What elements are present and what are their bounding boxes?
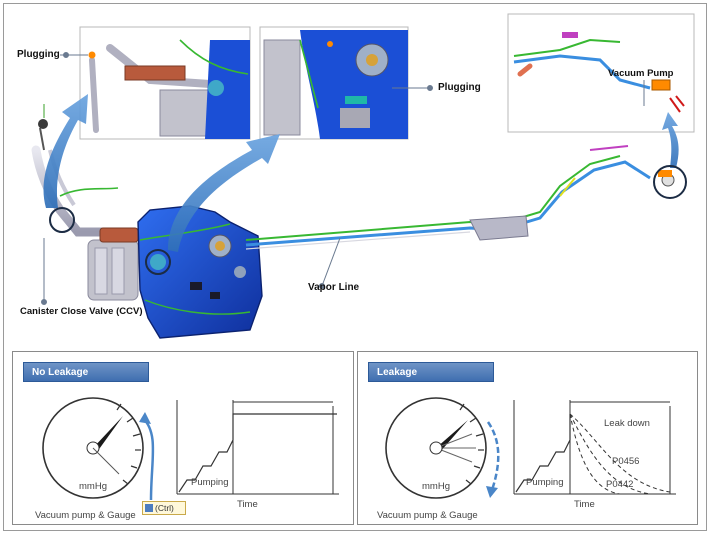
arrow-to-right-inset <box>662 112 679 168</box>
leakage-title: Leakage <box>368 362 494 382</box>
ccv-label: Canister Close Valve (CCV) <box>20 306 143 317</box>
arrow-to-left-inset <box>43 94 88 208</box>
no-leakage-pressure-chart <box>176 400 339 495</box>
leakage-panel: Leakage mmHg Vacuum pump & Gauge Leak do… <box>357 351 698 525</box>
no-leakage-caption: Vacuum pump & Gauge <box>35 510 136 521</box>
paste-options-label: (Ctrl) <box>155 503 174 513</box>
leader-lines <box>41 52 645 305</box>
paste-options-icon <box>145 504 153 512</box>
no-leakage-panel: No Leakage mmHg Vacuum pump & Gauge Pump… <box>12 351 354 525</box>
no-leakage-title: No Leakage <box>23 362 149 382</box>
ccv-circle <box>49 207 75 233</box>
no-leakage-time-label: Time <box>237 499 258 510</box>
fuel-tank <box>137 205 263 339</box>
inset-middle <box>259 26 409 140</box>
paste-options-button[interactable]: (Ctrl) <box>142 501 186 515</box>
vapor-lines <box>245 145 675 250</box>
leak-down-label: Leak down <box>604 418 650 429</box>
evap-system-diagram <box>31 13 695 339</box>
plugging-label-middle: Plugging <box>438 82 481 93</box>
canister-assembly <box>31 104 139 301</box>
p0442-label: P0442 <box>606 479 634 490</box>
plugging-label-left: Plugging <box>17 49 60 60</box>
inset-left <box>79 26 251 140</box>
outer-frame <box>3 3 707 531</box>
vacuum-pump-label: Vacuum Pump <box>608 68 674 79</box>
leakage-unit: mmHg <box>422 481 450 492</box>
vapor-line-label: Vapor Line <box>308 282 360 293</box>
no-leakage-pumping-label: Pumping <box>191 477 229 488</box>
pump-circle <box>653 165 687 199</box>
tank-circle <box>145 249 171 275</box>
leakage-pumping-label: Pumping <box>526 477 564 488</box>
leakage-gauge <box>385 397 500 499</box>
arrow-to-middle-inset <box>168 134 280 252</box>
p0456-label: P0456 <box>612 456 640 467</box>
leakage-pressure-chart <box>513 400 676 495</box>
no-leakage-unit: mmHg <box>79 481 107 492</box>
leakage-caption: Vacuum pump & Gauge <box>377 510 478 521</box>
inset-right <box>507 13 695 133</box>
leakage-time-label: Time <box>574 499 595 510</box>
no-leakage-gauge <box>42 397 155 501</box>
